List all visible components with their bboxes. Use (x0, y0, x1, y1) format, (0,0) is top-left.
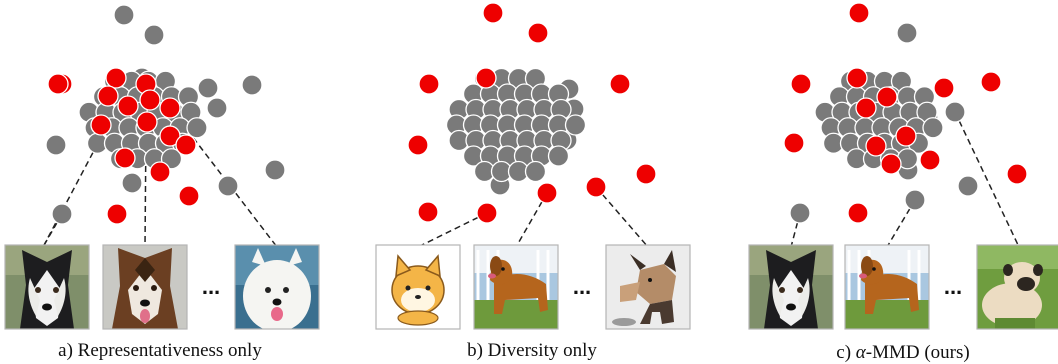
caption-b: b) Diversity only (467, 340, 597, 361)
selected-point (933, 77, 955, 99)
thumbnail-samoyed (235, 245, 319, 329)
selected-point (97, 85, 119, 107)
unselected-point (922, 117, 944, 139)
thumbnail-husky (749, 245, 833, 329)
caption-c-alpha: α (856, 342, 867, 363)
connector-line (954, 111, 1020, 248)
selected-point (855, 97, 877, 119)
thumbnail-frame (748, 244, 834, 330)
thumbnail-frame (102, 244, 188, 330)
thumbnail-pug (977, 245, 1058, 329)
selected-point (139, 89, 161, 111)
selected-point (407, 134, 429, 156)
selected-point (527, 22, 549, 44)
selected-point (105, 67, 127, 89)
thumbnail-malamute (103, 245, 187, 329)
unselected-point (217, 175, 239, 197)
selected-point (175, 134, 197, 156)
unselected-point (944, 101, 966, 123)
thumbnail-frame (4, 244, 90, 330)
thumbnail-frame (976, 244, 1058, 330)
scatter-points (45, 2, 1028, 225)
selected-point (159, 97, 181, 119)
unselected-point (524, 160, 547, 183)
caption-c-prefix: c) (836, 342, 856, 363)
ellipsis-a: ... (202, 274, 220, 299)
panel-a-thumbnails (4, 244, 320, 330)
unselected-point (113, 4, 135, 26)
selected-point (475, 67, 497, 89)
selected-point (876, 86, 898, 108)
selected-point (865, 135, 887, 157)
selected-point (178, 185, 200, 207)
selected-point (848, 2, 870, 24)
selected-point (1006, 163, 1028, 185)
selected-point (847, 202, 869, 224)
connector-line (595, 186, 649, 248)
selected-point (476, 202, 498, 224)
selected-point (159, 125, 181, 147)
unselected-point (896, 22, 918, 44)
unselected-point (206, 97, 228, 119)
selected-point (635, 163, 657, 185)
panel-b-thumbnails (375, 244, 691, 330)
selected-point (149, 161, 171, 183)
thumbnail-frame (605, 244, 691, 330)
thumbnail-frame (375, 244, 461, 330)
connector-line (417, 212, 488, 248)
ellipsis-c: ... (944, 274, 962, 299)
connector-line (886, 199, 916, 248)
unselected-point (564, 114, 587, 136)
selected-point (417, 201, 439, 223)
unselected-point (547, 145, 570, 167)
selected-point (783, 132, 805, 154)
selected-point (536, 182, 558, 204)
panel-c-thumbnails (748, 244, 1058, 330)
selected-point (482, 2, 504, 24)
caption-a: a) Representativeness only (58, 340, 262, 361)
ellipsis-b: ... (573, 274, 591, 299)
selected-point (136, 111, 158, 133)
selected-point (880, 153, 902, 175)
selected-point (585, 176, 607, 198)
unselected-point (186, 117, 208, 139)
selected-point (114, 147, 136, 169)
unselected-point (51, 203, 73, 225)
unselected-point (45, 134, 67, 156)
unselected-point (143, 24, 165, 46)
thumbnail-frame (473, 244, 559, 330)
selected-point (106, 203, 128, 225)
unselected-point (957, 175, 979, 197)
thumbnail-frame (844, 244, 930, 330)
selected-point (609, 73, 631, 95)
thumbnail-cartoon-shiba (376, 245, 460, 329)
unselected-point (264, 159, 286, 181)
selected-point (980, 71, 1002, 93)
thumbnail-frame (234, 244, 320, 330)
unselected-point (121, 172, 143, 194)
selected-point (418, 73, 440, 95)
unselected-point (904, 189, 926, 211)
caption-c: c) α-MMD (ours) (836, 342, 969, 363)
selected-point (117, 95, 139, 117)
selected-point (919, 149, 941, 171)
unselected-point (241, 74, 263, 96)
thumbnail-husky (5, 245, 89, 329)
unselected-point (197, 77, 219, 99)
thumbnail-papercraft-dog (606, 245, 690, 329)
thumbnail-golden-dog (845, 245, 929, 329)
selected-point (895, 125, 917, 147)
selected-point (846, 67, 868, 89)
caption-c-suffix: -MMD (ours) (866, 342, 970, 363)
selected-point (790, 73, 812, 95)
selected-point (90, 114, 112, 136)
thumbnail-golden-dog (474, 245, 558, 329)
unselected-point (789, 202, 811, 224)
selected-point (47, 73, 69, 95)
